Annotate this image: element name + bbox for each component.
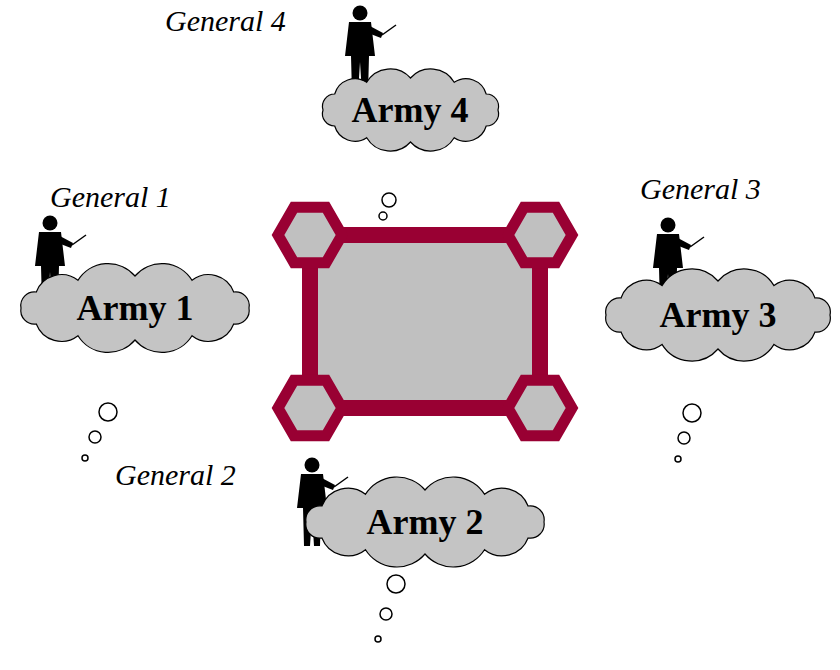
army-name: Army 2 [367, 501, 484, 543]
army-name: Army 4 [352, 89, 469, 131]
army-cloud: Army 3 [600, 275, 836, 355]
general-label: General 2 [115, 458, 236, 492]
army-name: Army 3 [660, 294, 777, 336]
thought-bubbles [82, 193, 701, 642]
army-name: Army 1 [77, 287, 194, 329]
cloud-shape [21, 264, 249, 353]
cloud-shape [306, 477, 544, 567]
army-cloud: Army 2 [300, 484, 550, 560]
fortress [278, 207, 572, 435]
cloud-shape [606, 269, 831, 361]
general-label: General 3 [640, 172, 761, 206]
army-cloud: Army 1 [15, 270, 255, 346]
cloud-shape [322, 69, 498, 151]
general-label: General 4 [165, 4, 286, 38]
army-cloud: Army 4 [317, 72, 504, 148]
general-label: General 1 [50, 180, 171, 214]
